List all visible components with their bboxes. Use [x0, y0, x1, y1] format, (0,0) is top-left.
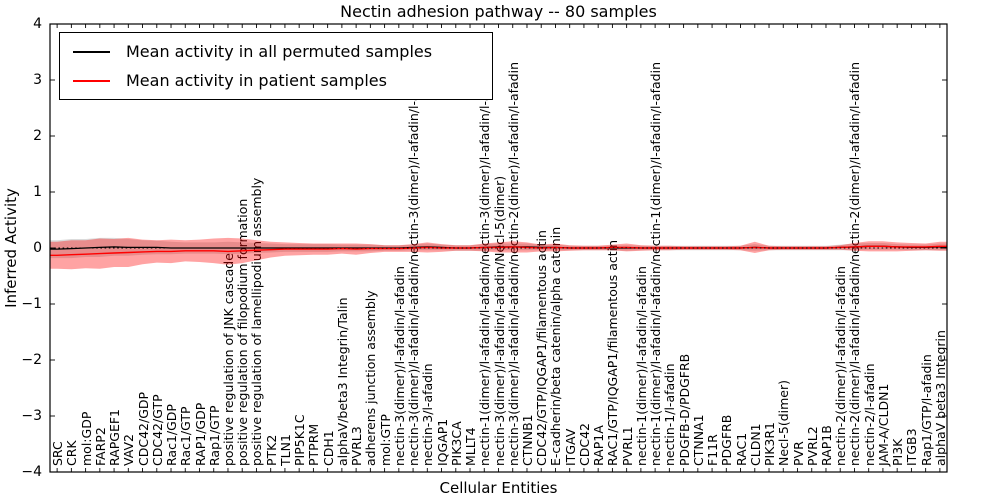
y-tick-label: −4	[21, 464, 42, 480]
permuted-line-swatch	[73, 50, 110, 53]
y-tick-label: −2	[21, 352, 42, 368]
y-tick-label: 0	[33, 240, 42, 256]
legend-label-patient: Mean activity in patient samples	[126, 71, 387, 90]
patient-band	[50, 237, 947, 270]
legend-entry-permuted: Mean activity in all permuted samples	[60, 37, 492, 66]
y-tick-label: −1	[21, 296, 42, 312]
y-tick-label: 4	[33, 16, 42, 32]
legend-entry-patient: Mean activity in patient samples	[60, 66, 492, 95]
y-tick-label: −3	[21, 408, 42, 424]
y-tick-label: 3	[33, 72, 42, 88]
patient-line-swatch	[73, 79, 110, 82]
y-tick-label: 2	[33, 128, 42, 144]
y-tick-label: 1	[33, 184, 42, 200]
chart-title: Nectin adhesion pathway -- 80 samples	[340, 2, 657, 21]
legend-box: Mean activity in all permuted samples Me…	[59, 32, 493, 100]
x-axis-label: Cellular Entities	[439, 479, 558, 497]
legend-label-permuted: Mean activity in all permuted samples	[126, 42, 433, 61]
